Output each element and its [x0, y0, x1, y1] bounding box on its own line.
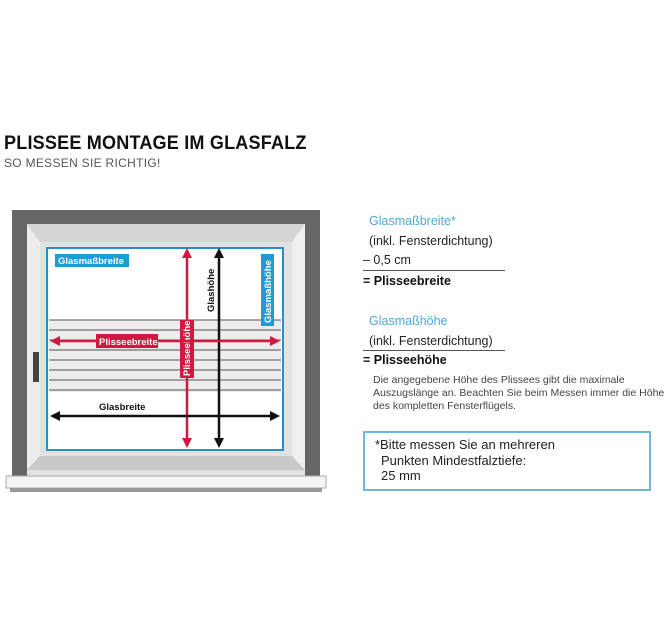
- page-title: PLISSEE MONTAGE IM GLASFALZ: [4, 133, 307, 154]
- height-divider: [363, 350, 505, 351]
- width-divider: [363, 270, 505, 271]
- height-line1: (inkl. Fensterdichtung): [369, 334, 493, 348]
- svg-text:Plisseebreite: Plisseebreite: [99, 337, 158, 348]
- footnote-box: [363, 431, 651, 491]
- footnote-line2: Punkten Mindestfalztiefe:: [381, 452, 527, 468]
- svg-text:Glasmaßbreite: Glasmaßbreite: [58, 256, 124, 267]
- window-measurement-diagram: Glasmaßbreite Glasmaßhöhe Glashöhe Pliss…: [5, 210, 327, 492]
- svg-text:Plisseehöhe: Plisseehöhe: [182, 321, 193, 376]
- footnote-line1: *Bitte messen Sie an mehreren: [375, 437, 555, 452]
- width-line2: – 0,5 cm: [363, 253, 411, 267]
- width-line1: (inkl. Fensterdichtung): [369, 234, 493, 248]
- window-handle-icon: [33, 352, 39, 382]
- footnote-text: *Bitte messen Sie an mehreren Punkten Mi…: [375, 437, 555, 484]
- width-result: = Plisseebreite: [363, 274, 451, 288]
- width-heading: Glasmaßbreite*: [369, 214, 456, 228]
- height-result: = Plisseehöhe: [363, 353, 447, 367]
- height-heading: Glasmaßhöhe: [369, 314, 448, 328]
- svg-text:Glasmaßhöhe: Glasmaßhöhe: [263, 260, 274, 323]
- footnote-line3: 25 mm: [381, 468, 421, 483]
- svg-text:Glasbreite: Glasbreite: [99, 402, 145, 413]
- pleated-blind: [49, 319, 281, 392]
- height-note: Die angegebene Höhe des Plissees gibt di…: [373, 374, 665, 412]
- svg-text:Glashöhe: Glashöhe: [206, 269, 217, 312]
- page-subtitle: SO MESSEN SIE RICHTIG!: [4, 156, 161, 170]
